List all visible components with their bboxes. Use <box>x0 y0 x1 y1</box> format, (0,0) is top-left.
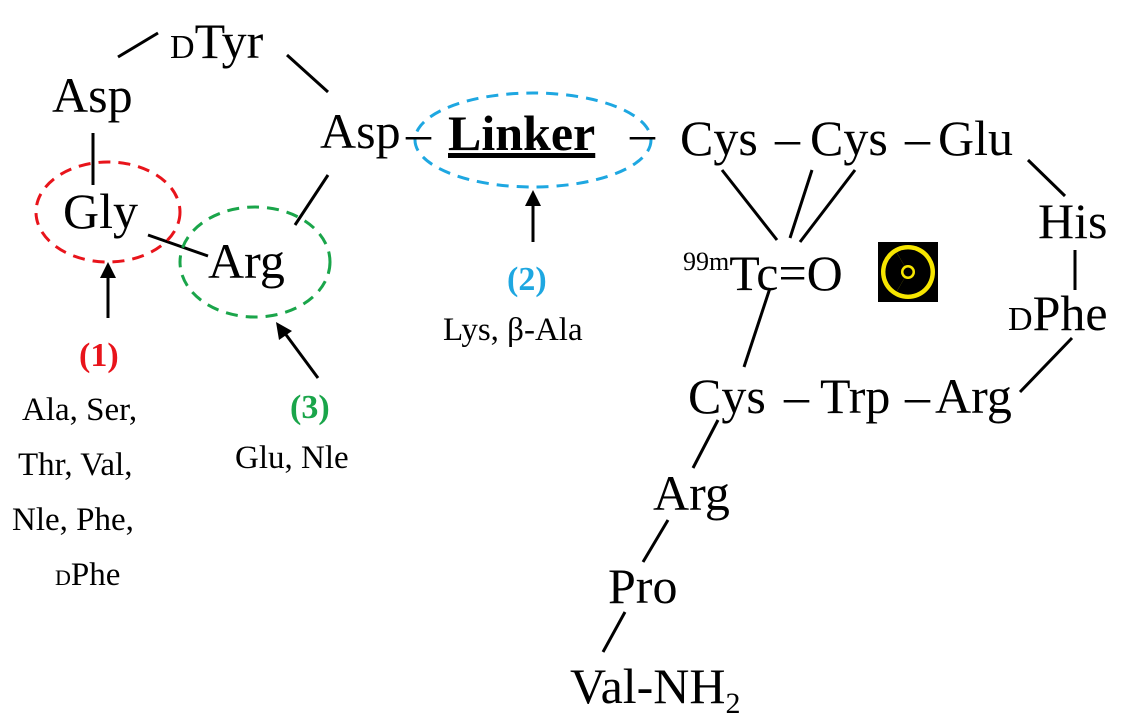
arrow3-head <box>276 322 292 340</box>
dash-3: – <box>774 110 801 166</box>
dtyr-name: Tyr <box>195 13 264 69</box>
site2-label: (2) <box>507 261 547 298</box>
val-subscript: 2 <box>726 687 741 717</box>
bond-dphe-arg <box>1018 336 1074 394</box>
technetium-oxo: 99mTc=O <box>683 245 843 301</box>
residue-cys-3: Cys <box>688 368 766 424</box>
bond-cys1-tc <box>720 169 779 241</box>
residue-trp: Trp <box>820 368 890 424</box>
dash-2: – <box>629 105 656 161</box>
dash-5: – <box>783 368 810 424</box>
site2-options: Lys, β-Ala <box>443 312 583 348</box>
residue-asp-2: Asp <box>320 103 401 159</box>
site1-ellipse <box>34 160 182 264</box>
residue-arg-3: Arg <box>653 465 730 521</box>
site1-option-line-3: Nle, Phe, <box>12 502 134 538</box>
arrows <box>100 190 541 379</box>
site2-ellipse <box>413 91 653 189</box>
residue-gly: Gly <box>63 183 138 239</box>
residue-his: His <box>1038 193 1107 249</box>
bond-cys2-tc-a <box>788 169 814 239</box>
radiation-icon <box>878 242 938 302</box>
residue-val-nh2: Val-NH2 <box>570 658 741 717</box>
arrow1-head <box>100 262 116 278</box>
residue-pro: Pro <box>608 558 677 614</box>
dash-1: – <box>405 105 432 161</box>
dphe-name: Phe <box>1033 285 1108 341</box>
bonds <box>91 31 1077 653</box>
residue-glu: Glu <box>938 110 1013 166</box>
bond-dtyr-asp2 <box>285 53 330 94</box>
bond-cys2-tc-b <box>798 169 857 243</box>
val-label: Val-NH <box>570 658 726 714</box>
bond-asp2-arg <box>293 174 330 226</box>
linker-label: Linker <box>448 105 595 161</box>
arrow2-head <box>525 190 541 206</box>
bond-arg-pro <box>641 519 670 563</box>
dphe-prefix: D <box>1008 301 1033 338</box>
residue-arg-1: Arg <box>208 233 285 289</box>
residue-cys-1: Cys <box>680 110 758 166</box>
tc-label: Tc=O <box>729 245 843 301</box>
residue-arg-2: Arg <box>935 368 1012 424</box>
site1-option-line-4: DPhe <box>55 557 120 593</box>
site3-options: Glu, Nle <box>235 440 349 476</box>
residue-asp-1: Asp <box>52 67 133 123</box>
site3-ellipse <box>178 205 332 319</box>
residue-cys-2: Cys <box>810 110 888 166</box>
bond-asp-dtyr <box>117 31 159 59</box>
site1-option-line-2: Thr, Val, <box>18 447 132 483</box>
dash-4: – <box>904 110 931 166</box>
site1-dphe-name: Phe <box>71 557 121 593</box>
dtyr-prefix: D <box>170 29 195 66</box>
bond-glu-his <box>1026 158 1067 198</box>
site3-label: (3) <box>290 389 330 426</box>
bond-gly-arg <box>147 233 209 258</box>
site1-dphe-prefix: D <box>55 565 71 590</box>
bond-cys3-arg <box>691 419 720 469</box>
arrow3-shaft <box>282 331 320 379</box>
dash-6: – <box>904 368 931 424</box>
tc-isotope: 99m <box>683 247 729 276</box>
site1-label: (1) <box>79 337 119 374</box>
bond-pro-val <box>601 611 627 653</box>
residue-dtyr: DTyr <box>170 13 264 69</box>
site1-option-line-1: Ala, Ser, <box>22 392 137 428</box>
residue-dphe: DPhe <box>1008 285 1108 341</box>
bond-tc-cys3 <box>742 287 772 368</box>
